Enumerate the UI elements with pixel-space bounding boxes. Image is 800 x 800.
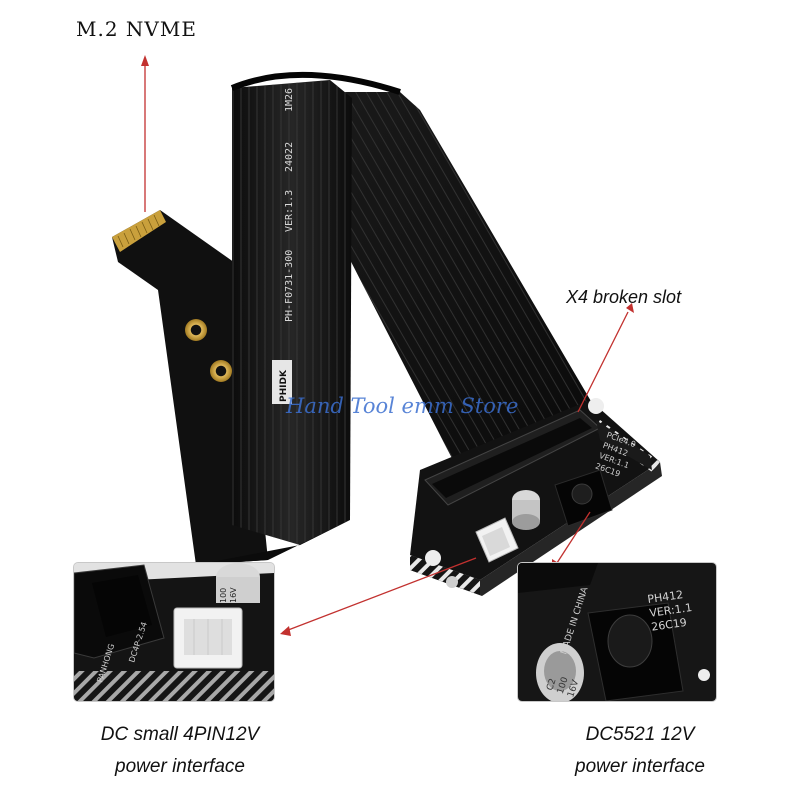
store-watermark: Hand Tool emm Store — [286, 394, 519, 418]
label-dc5521: DC5521 12V power interface — [520, 722, 760, 780]
m2-card — [112, 210, 268, 565]
arrow-x4-head — [626, 303, 634, 313]
dc5521-jack — [554, 469, 613, 527]
capacitor — [512, 490, 540, 530]
arrow-dc-small-head — [280, 626, 291, 636]
label-dc5521-line1: DC5521 12V — [585, 724, 695, 745]
label-x4-broken-slot: X4 broken slot — [566, 287, 682, 307]
pcie-riser-board: PCIe4.0 PH412 VER:1.1 26C19 — [410, 398, 662, 596]
m2-mount-hole — [210, 360, 232, 382]
cable-version-text: VER:1.3 — [284, 190, 295, 232]
label-dc-small-line1: DC small 4PIN12V — [100, 724, 260, 745]
inset-right-version-text: VER:1.1 — [649, 601, 693, 620]
arrow-x4 — [577, 311, 629, 413]
board-stripe-edge — [410, 555, 480, 595]
label-dc-small-line2: power interface — [115, 756, 245, 777]
arrow-m2-head — [141, 55, 149, 66]
inset-right-model-text: PH412 — [647, 588, 684, 606]
label-m2-nvme: M.2 NVME — [76, 17, 197, 41]
callout-arrows — [141, 55, 634, 636]
cable-date-text: 24022 — [284, 142, 295, 172]
m2-gold-fingers — [112, 210, 166, 252]
inset-right-cap-ref: C2 — [545, 677, 558, 692]
inset-right-date-text: 26C19 — [651, 616, 688, 634]
label-dc5521-line2: power interface — [575, 756, 705, 777]
inset-left-cap-value: 100 — [219, 588, 228, 603]
ribbon-cable-front: PH-F0731-300 VER:1.3 24022 1M26 PHIDK — [196, 72, 401, 565]
m2-mount-hole — [185, 319, 207, 341]
board-mount-hole — [446, 576, 458, 588]
board-mount-hole — [588, 398, 604, 414]
zoom-inset-dc5521: PH412 VER:1.1 26C19 MADE IN CHINA C2 100… — [518, 563, 716, 701]
label-dc-small-4pin: DC small 4PIN12V power interface — [60, 722, 300, 780]
cable-brand-text: PHIDK — [279, 369, 289, 402]
dc-4pin-connector — [475, 517, 519, 563]
inset-left-cap-voltage: 16V — [229, 587, 238, 603]
brand-logo-block — [272, 360, 292, 404]
m2-pin-lines — [117, 214, 160, 248]
cable-length-text: 1M26 — [284, 88, 295, 112]
cable-model-text: PH-F0731-300 — [284, 250, 295, 322]
board-mount-hole — [425, 550, 441, 566]
board-label-area — [596, 420, 652, 470]
zoom-inset-4pin: 100 16V DC4P-2.54 PANHONG — [74, 563, 274, 701]
arrow-dc5521 — [554, 511, 591, 567]
arrow-dc-small — [282, 557, 477, 633]
